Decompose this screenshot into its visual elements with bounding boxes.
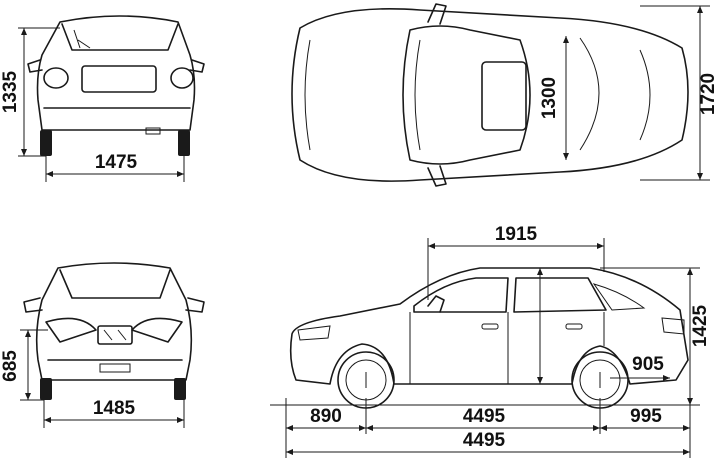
side-view: [270, 238, 700, 458]
side-front-overhang-dimension: 890: [310, 406, 342, 427]
front-height-dimension: 1335: [0, 70, 21, 113]
front-view: [18, 15, 205, 182]
front-track-dimension: 1475: [95, 152, 138, 173]
top-view: [291, 3, 710, 187]
top-inner-width-dimension: 1300: [539, 77, 560, 119]
top-overall-width-dimension: 1720: [698, 73, 719, 115]
rear-ground-clearance-dimension: 685: [0, 350, 21, 382]
rear-track-dimension: 1485: [93, 398, 136, 419]
side-rear-overhang-dimension: 905: [632, 354, 664, 375]
side-roof-length-dimension: 1915: [495, 224, 538, 245]
rear-view: [20, 262, 205, 428]
side-wheelbase-dimension: 4495: [463, 406, 506, 427]
side-overall-length-dimension: 4495: [463, 430, 506, 451]
side-rear-dimension: 995: [630, 406, 662, 427]
side-height-dimension: 1425: [690, 304, 711, 347]
